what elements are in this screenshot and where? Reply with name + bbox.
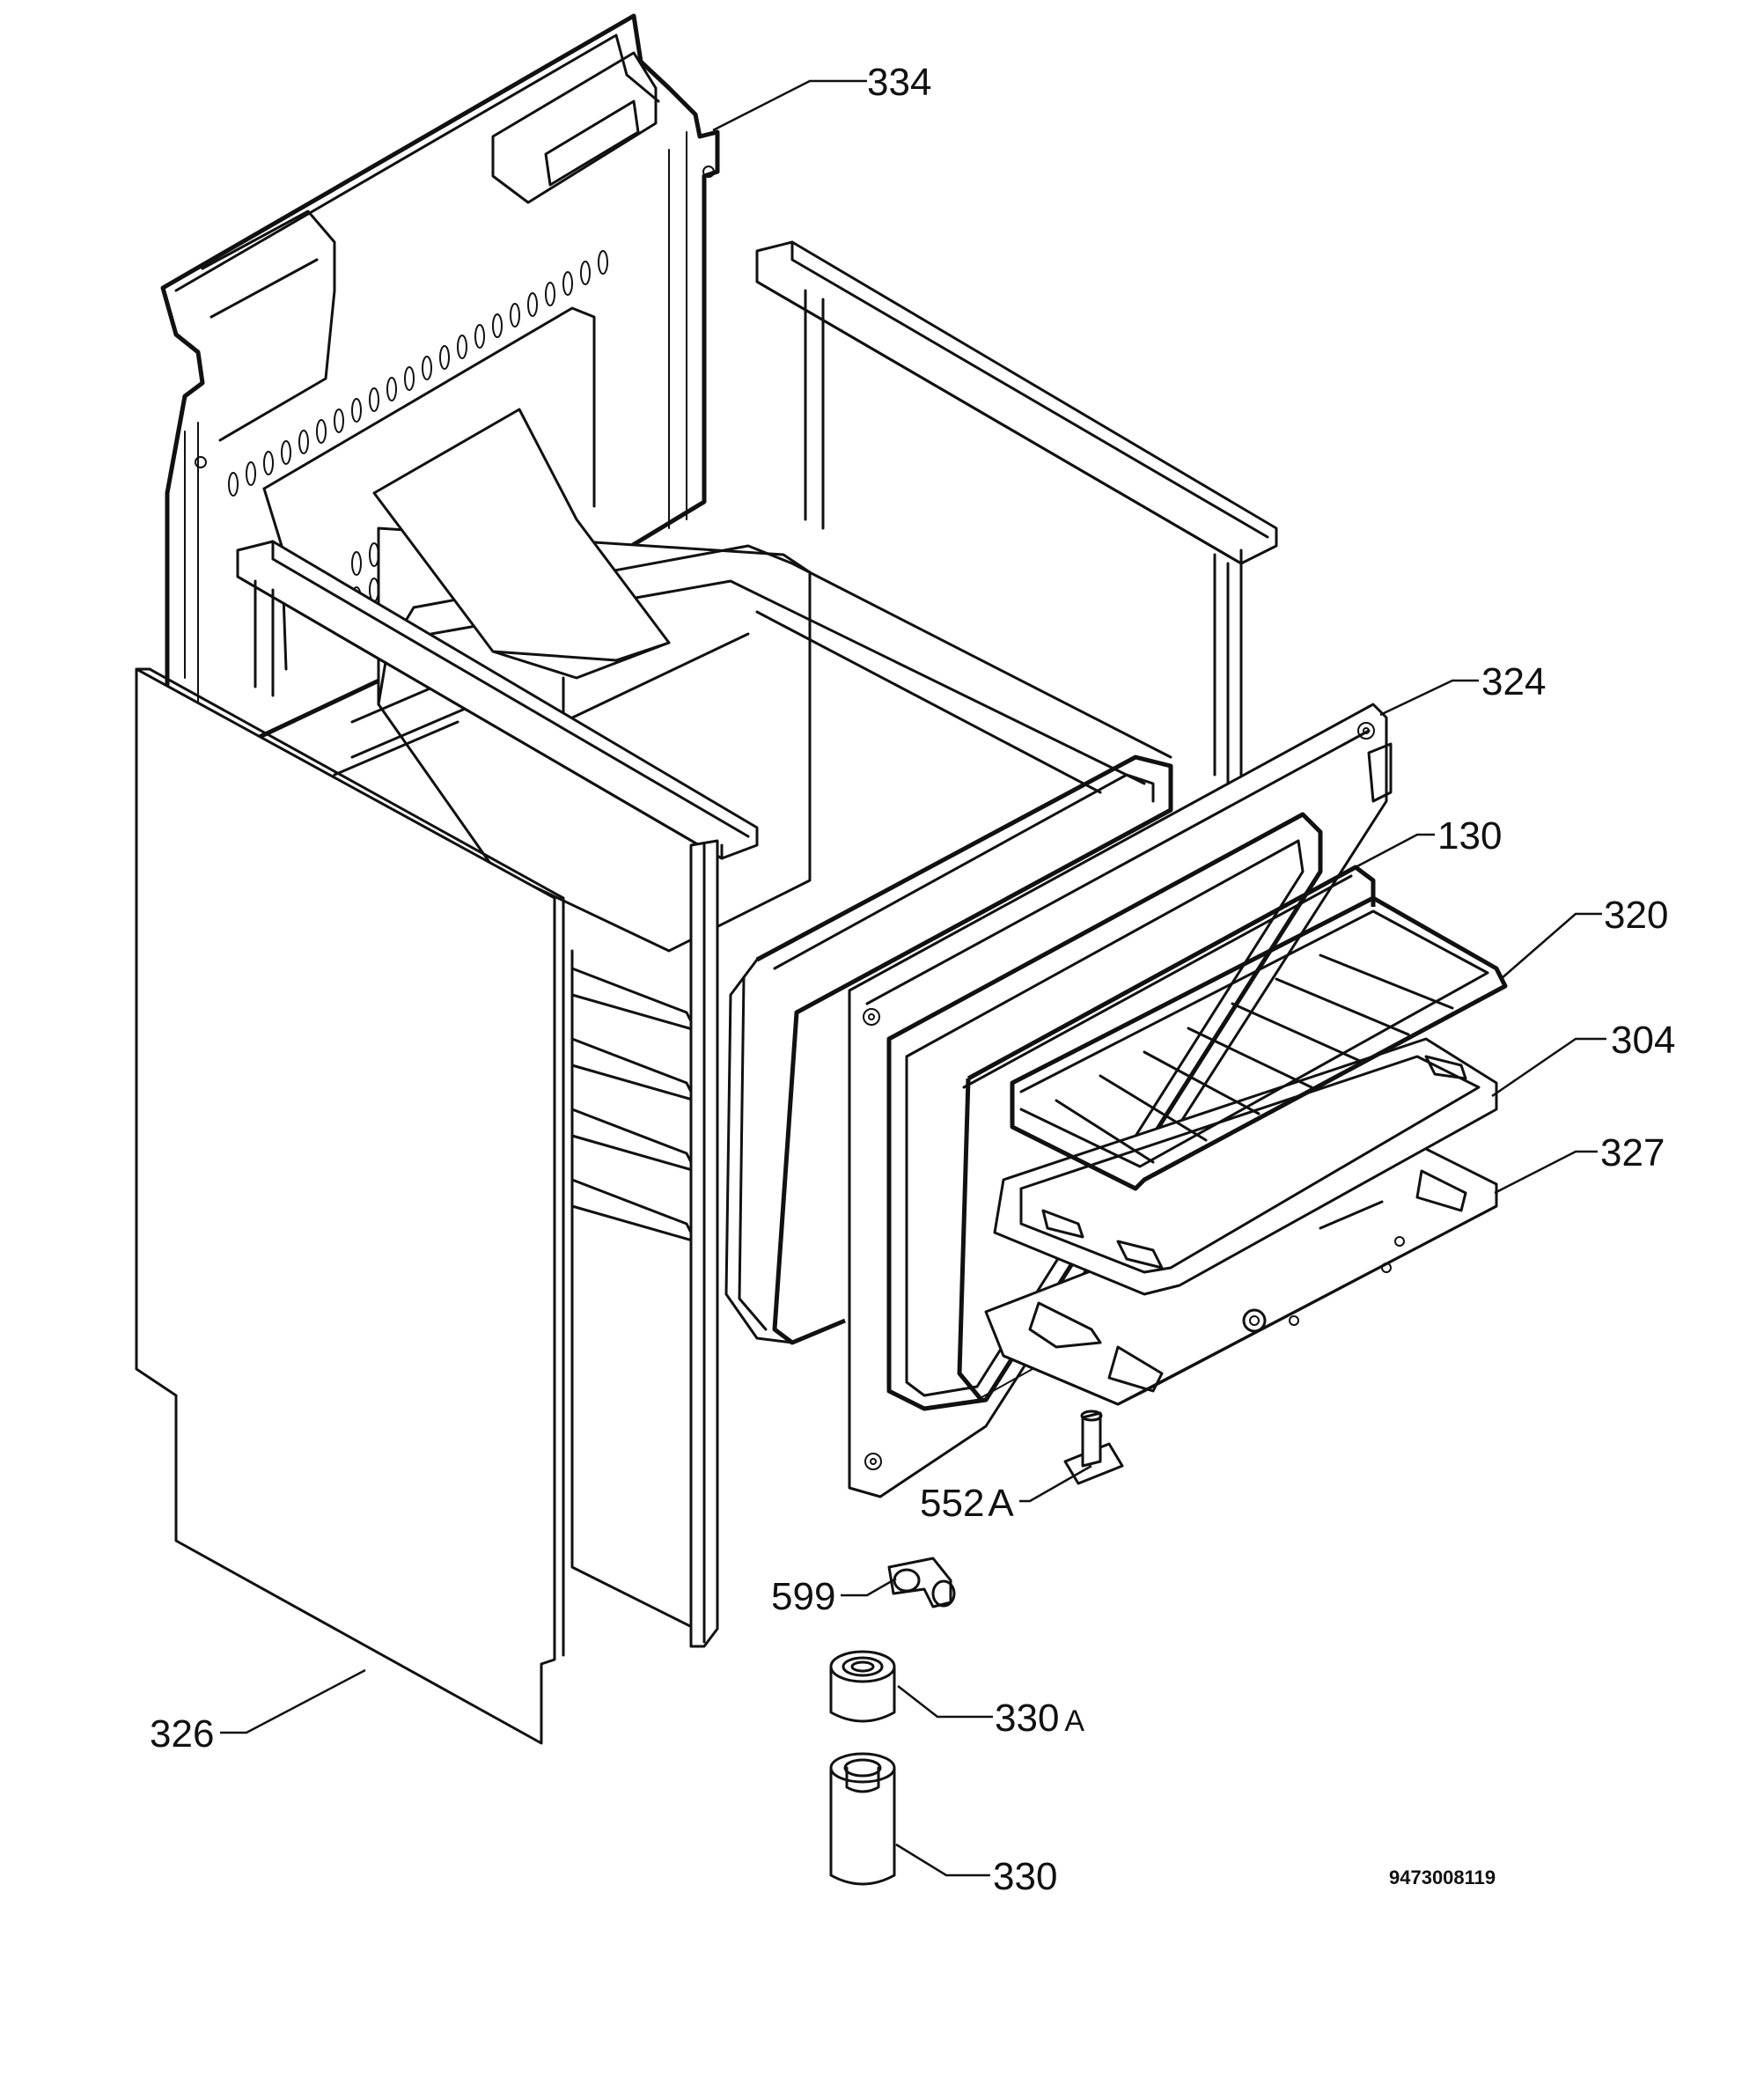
left-top-rail	[236, 540, 759, 1648]
label-599: 599	[771, 1575, 835, 1618]
part-599-elbow-fitting	[887, 1557, 956, 1609]
right-top-rail	[755, 240, 1278, 794]
part-330a-short-bush	[829, 1650, 896, 1723]
label-334: 334	[867, 61, 931, 104]
label-330: 330	[993, 1855, 1057, 1898]
label-552a: 552A	[920, 1482, 1014, 1525]
part-330-long-bush	[829, 1752, 896, 1886]
label-552a-suffix: A	[988, 1482, 1014, 1525]
label-327: 327	[1600, 1131, 1665, 1174]
leader-lines	[220, 79, 1606, 1877]
label-304: 304	[1611, 1019, 1675, 1062]
part-334-back-panel	[160, 13, 720, 769]
label-320: 320	[1604, 894, 1668, 937]
label-130: 130	[1437, 814, 1502, 858]
part-304-baking-tray	[993, 1037, 1498, 1296]
label-330a-number: 330	[995, 1697, 1059, 1740]
part-326-side-panel	[135, 667, 565, 1745]
label-326: 326	[150, 1712, 214, 1756]
label-324: 324	[1481, 660, 1546, 703]
label-330a-suffix: A	[1064, 1704, 1084, 1738]
part-320-shelf-grid	[1010, 895, 1508, 1191]
label-552a-number: 552	[920, 1482, 984, 1525]
part-327-bottom-tray	[984, 1143, 1498, 1406]
diagram-code: 9473008119	[1389, 1866, 1496, 1888]
cavity-gasket	[724, 755, 1173, 1345]
part-552a-hinge-support	[1063, 1410, 1124, 1485]
